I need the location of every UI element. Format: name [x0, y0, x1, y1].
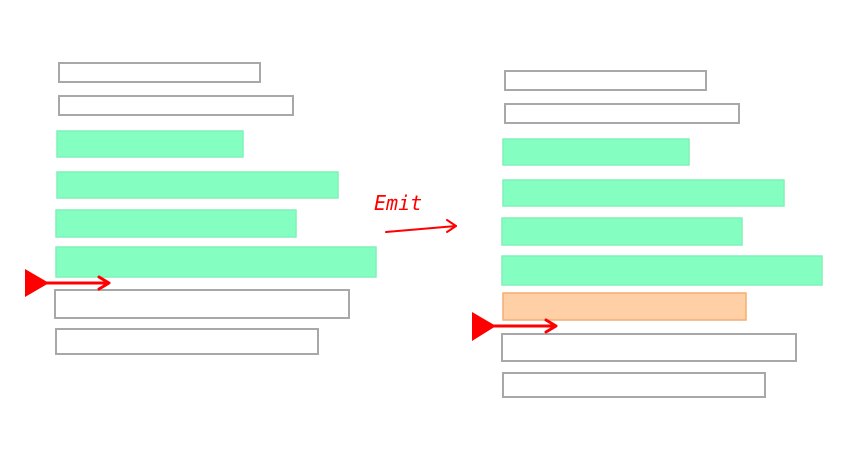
before-row-6 — [55, 246, 377, 278]
after-row-1 — [504, 70, 707, 91]
after-row-5 — [501, 217, 743, 246]
emit-arrow-line — [385, 225, 457, 233]
after-row-2 — [504, 103, 740, 124]
before-row-1 — [58, 62, 261, 83]
after-row-8 — [501, 333, 797, 362]
emit-label: Emit — [374, 191, 422, 215]
after-row-3 — [502, 138, 690, 166]
before-row-5 — [55, 209, 297, 238]
emit-arrow-icon — [446, 219, 457, 233]
before-row-8 — [55, 328, 319, 355]
after-panel — [472, 70, 823, 398]
after-row-7-emitted — [502, 292, 747, 321]
after-row-9 — [502, 372, 766, 398]
before-pointer-head — [97, 275, 111, 291]
after-row-6 — [501, 255, 823, 286]
after-pointer-head — [544, 318, 558, 334]
before-panel — [25, 62, 377, 355]
emit-transition: Emit — [374, 191, 457, 233]
after-row-4 — [502, 179, 785, 207]
before-row-4 — [56, 171, 339, 199]
before-row-2 — [58, 95, 294, 116]
after-pointer-arrow-icon — [472, 312, 558, 341]
before-pointer-arrow-icon — [25, 269, 111, 297]
before-row-7 — [54, 289, 350, 319]
before-row-3 — [56, 130, 244, 158]
